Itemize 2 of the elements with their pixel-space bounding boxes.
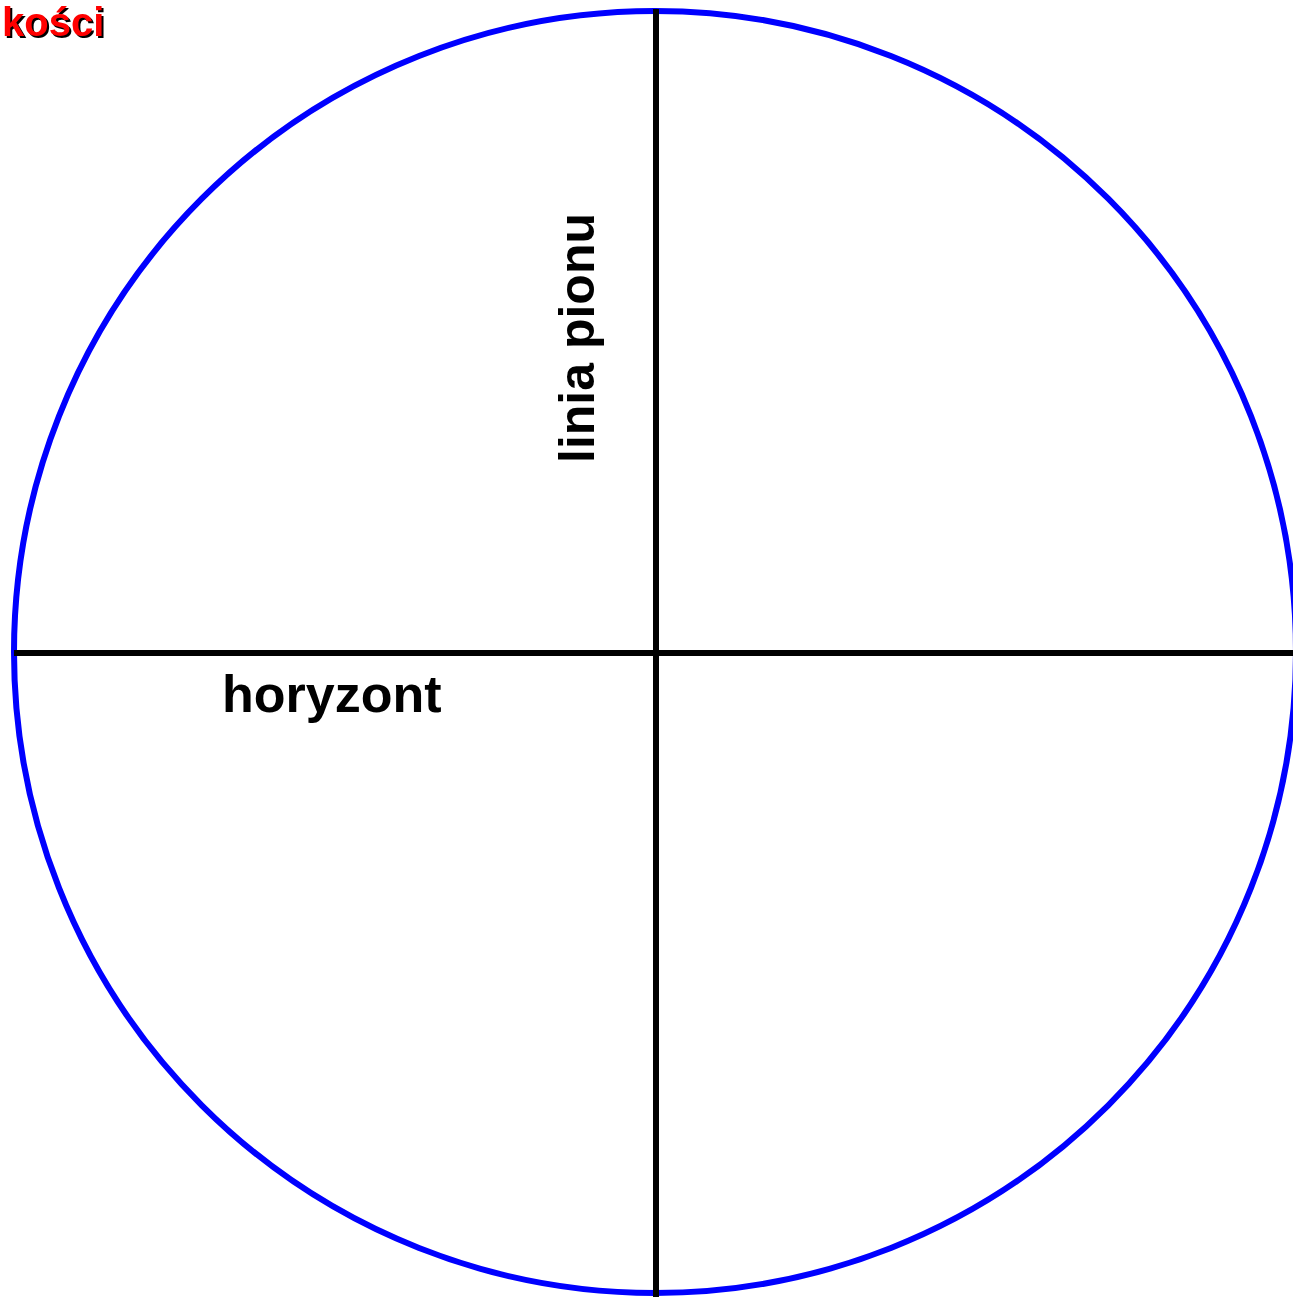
vertical-line-label: linia pionu [552, 213, 602, 463]
title-label: kości [2, 2, 105, 42]
